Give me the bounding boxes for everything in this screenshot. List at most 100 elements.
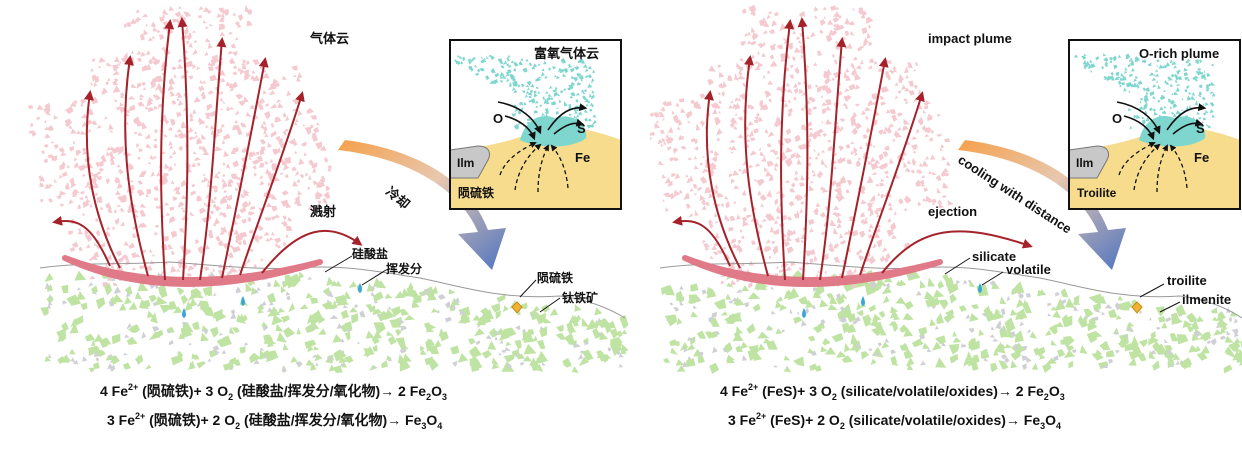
plume-fragment xyxy=(741,190,747,196)
mineral-grain xyxy=(327,290,334,298)
silicate-grain xyxy=(257,309,265,314)
plume-fragment xyxy=(248,211,252,216)
plume-fragment xyxy=(257,100,264,104)
silicate-grain xyxy=(150,312,158,324)
inset-plume-fragment xyxy=(555,75,560,80)
plume-fragment xyxy=(808,184,815,192)
plume-fragment xyxy=(270,123,274,128)
mineral-grain xyxy=(711,311,717,318)
silicate-grain xyxy=(181,327,193,339)
plume-fragment xyxy=(234,119,238,124)
silicate-grain xyxy=(158,284,167,294)
plume-fragment xyxy=(742,8,747,14)
plume-fragment xyxy=(794,66,800,72)
plume-fragment xyxy=(282,241,287,246)
plume-fragment xyxy=(143,29,148,36)
plume-fragment xyxy=(71,241,79,248)
plume-fragment xyxy=(248,200,252,205)
plume-fragment xyxy=(767,131,775,138)
mineral-grain xyxy=(683,348,688,353)
volatile-droplet xyxy=(978,283,982,293)
plume-fragment xyxy=(841,157,846,163)
silicate-grain xyxy=(664,314,678,327)
silicate-grain xyxy=(1054,298,1066,311)
plume-fragment xyxy=(240,233,248,238)
plume-fragment xyxy=(851,65,855,69)
plume-fragment xyxy=(200,249,204,254)
plume-fragment xyxy=(924,105,929,110)
silicate-grain xyxy=(332,334,343,343)
plume-fragment xyxy=(725,218,731,222)
plume-fragment xyxy=(154,224,160,228)
inset-plume-fragment xyxy=(533,92,538,98)
silicate-grain xyxy=(1011,286,1022,296)
plume-fragment xyxy=(916,168,921,174)
plume-fragment xyxy=(212,268,216,272)
mineral-grain xyxy=(1054,291,1060,297)
plume-fragment xyxy=(153,129,158,134)
plume-fragment xyxy=(708,223,714,229)
plume-fragment xyxy=(174,133,180,139)
plume-fragment xyxy=(240,122,247,128)
plume-fragment xyxy=(264,161,269,165)
inset-plume-fragment xyxy=(1203,76,1207,80)
mineral-grain xyxy=(1164,338,1168,343)
plume-fragment xyxy=(137,57,143,62)
plume-fragment xyxy=(259,175,264,179)
plume-fragment xyxy=(674,189,681,197)
inset-plume-fragment xyxy=(558,99,562,104)
plume-fragment xyxy=(241,201,249,209)
plume-fragment xyxy=(649,112,655,117)
silicate-grain xyxy=(1164,345,1173,351)
inset-plume-fragment xyxy=(494,72,499,78)
plume-fragment xyxy=(282,215,287,220)
plume-fragment xyxy=(844,105,848,110)
plume-fragment xyxy=(798,89,804,95)
inset-plume-fragment xyxy=(552,101,557,106)
plume-fragment xyxy=(817,152,821,157)
plume-fragment xyxy=(794,236,800,243)
inset-plume-fragment xyxy=(1184,76,1189,81)
plume-fragment xyxy=(661,173,666,179)
inset-plume-fragment xyxy=(1145,116,1150,122)
silicate-grain xyxy=(236,314,247,324)
plume-fragment xyxy=(758,147,762,151)
plume-fragment xyxy=(209,23,213,27)
mineral-grain xyxy=(796,311,800,315)
plume-fragment xyxy=(925,195,932,202)
plume-fragment xyxy=(162,15,165,19)
silicate-grain xyxy=(344,321,353,330)
mineral-grain xyxy=(123,352,128,356)
silicate-grain xyxy=(450,345,460,355)
silicate-grain xyxy=(282,343,289,351)
silicate-grain xyxy=(850,333,858,345)
plume-fragment xyxy=(186,61,194,67)
plume-fragment xyxy=(133,116,141,124)
plume-fragment xyxy=(275,213,281,219)
silicate-grain xyxy=(104,282,112,296)
silicate-grain xyxy=(599,331,609,340)
plume-fragment xyxy=(800,107,805,111)
plume-fragment xyxy=(202,150,210,156)
silicate-grain xyxy=(516,353,526,360)
plume-fragment xyxy=(233,174,241,179)
plume-fragment xyxy=(790,64,794,69)
silicate-grain xyxy=(610,343,623,356)
plume-fragment xyxy=(297,72,303,79)
plume-fragment xyxy=(676,126,681,130)
silicate-grain xyxy=(74,270,87,281)
plume-fragment xyxy=(894,173,900,179)
plume-fragment xyxy=(936,187,942,194)
plume-fragment xyxy=(47,125,54,132)
inset-plume-fragment xyxy=(476,69,480,73)
silicate-grain xyxy=(1066,345,1074,351)
silicate-grain xyxy=(448,288,456,295)
plume-fragment xyxy=(911,136,918,140)
plume-fragment xyxy=(913,69,917,72)
silicate-grain xyxy=(736,325,744,334)
inset-plume-fragment xyxy=(1198,59,1202,64)
inset-plume-fragment xyxy=(1120,82,1125,86)
plume-fragment xyxy=(185,69,189,74)
plume-fragment xyxy=(874,159,881,164)
plume-fragment xyxy=(746,133,750,138)
